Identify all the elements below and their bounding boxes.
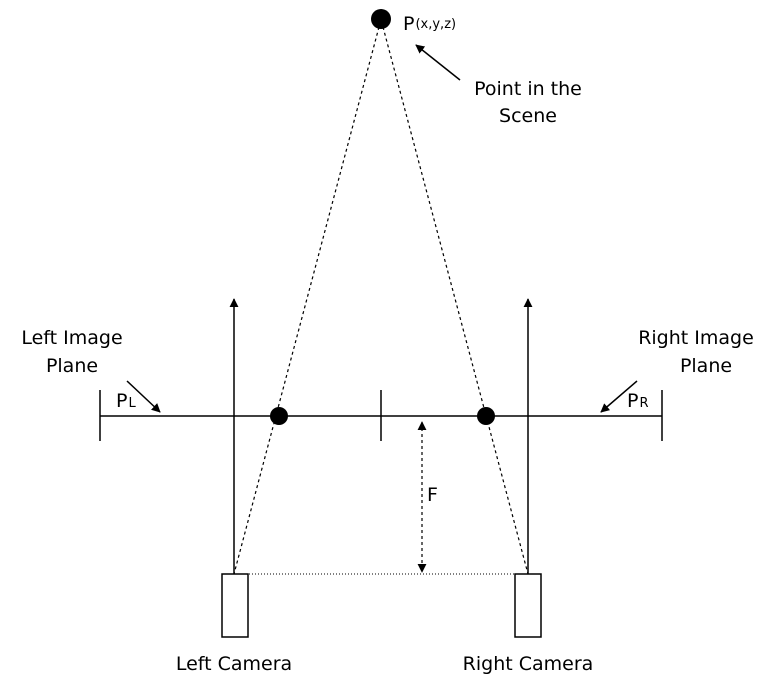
right-plane-caption-line2: Plane	[680, 355, 732, 377]
right-camera	[514, 573, 542, 638]
scene-point-caption-line2: Scene	[499, 105, 557, 127]
left-projection-label: PL	[116, 390, 136, 412]
left-camera	[221, 573, 249, 638]
right-plane-caption-arrow	[600, 380, 638, 413]
focal-length-label: F	[427, 484, 438, 506]
left-projected-point	[270, 407, 288, 425]
left-plane-caption-arrow	[126, 380, 161, 413]
left-projection-ray	[233, 26, 380, 575]
right-camera-label: Right Camera	[463, 653, 594, 675]
right-projection-ray	[382, 26, 529, 575]
scene-point-label: P(x,y,z)	[403, 13, 456, 35]
right-projection-label: PR	[627, 390, 649, 412]
right-projected-point	[477, 407, 495, 425]
right-plane-caption-line1: Right Image	[638, 327, 754, 349]
scene-point-caption-line1: Point in the	[474, 78, 582, 100]
scene-point	[371, 9, 391, 29]
left-camera-label: Left Camera	[176, 653, 292, 675]
scene-point-caption-arrow	[415, 44, 461, 81]
left-plane-caption-line1: Left Image	[21, 327, 122, 349]
left-plane-caption-line2: Plane	[46, 355, 98, 377]
